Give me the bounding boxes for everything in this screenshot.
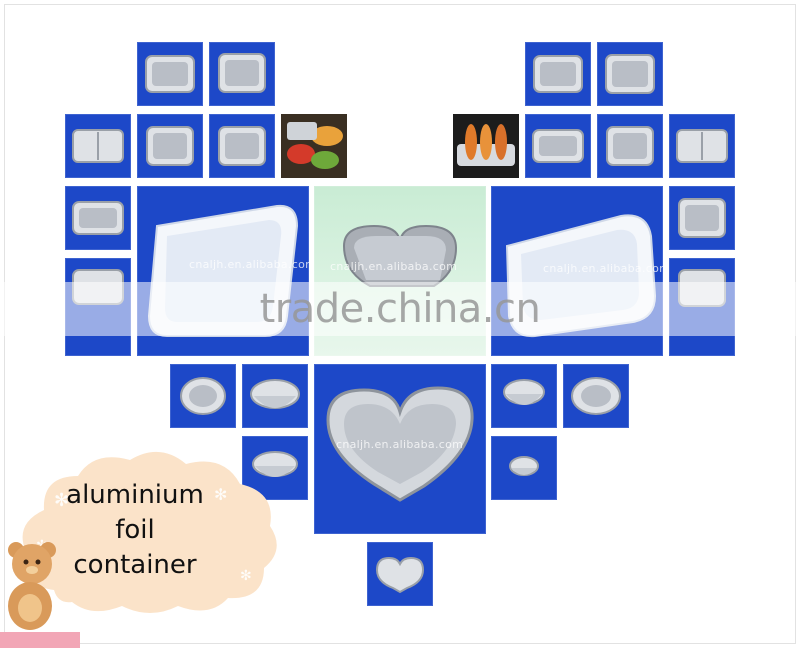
product-tile[interactable]	[209, 114, 275, 178]
product-tile[interactable]	[137, 114, 203, 178]
product-tile[interactable]	[669, 114, 735, 178]
product-tile[interactable]	[669, 186, 735, 250]
watermark: cnaljh.en.alibaba.com	[330, 260, 458, 273]
product-tile[interactable]	[137, 42, 203, 106]
rectangular-foil-tray-icon	[72, 129, 124, 163]
rectangular-foil-tray-icon	[145, 55, 195, 93]
food-photo-tile[interactable]	[281, 114, 347, 178]
caption-line: aluminium	[66, 480, 204, 510]
food-photo-icon	[281, 114, 347, 178]
product-tile[interactable]	[170, 364, 236, 428]
product-tile[interactable]	[209, 42, 275, 106]
product-tile[interactable]	[491, 364, 557, 428]
svg-text:✻: ✻	[240, 568, 252, 584]
rectangular-foil-tray-icon	[532, 129, 584, 163]
teddy-bear-icon	[0, 542, 80, 648]
watermark: cnaljh.en.alibaba.com	[336, 438, 464, 451]
watermark: cnaljh.en.alibaba.com	[543, 262, 663, 275]
product-tile[interactable]	[367, 542, 433, 606]
product-tile[interactable]	[491, 436, 557, 500]
trade-watermark: trade.china.cn	[259, 286, 541, 332]
heart-foil-tray-icon	[326, 386, 474, 502]
svg-text:✻: ✻	[54, 490, 69, 511]
food-photo-tile[interactable]	[453, 114, 519, 178]
round-foil-bowl-icon	[250, 379, 300, 409]
product-tile[interactable]	[525, 42, 591, 106]
watermark: cnaljh.en.alibaba.com	[189, 258, 309, 271]
round-foil-bowl-icon	[180, 377, 226, 415]
round-foil-bowl-icon	[571, 377, 621, 415]
rectangular-foil-tray-icon	[606, 126, 654, 166]
round-foil-bowl-icon	[509, 456, 539, 476]
product-tile[interactable]	[563, 364, 629, 428]
rectangular-foil-tray-icon	[146, 126, 194, 166]
rectangular-foil-tray-icon	[218, 126, 266, 166]
heart-foil-tray-icon	[342, 224, 458, 287]
rectangular-foil-tray-icon	[676, 129, 728, 163]
rectangular-foil-tray-icon	[533, 55, 583, 93]
product-tile-large[interactable]: cnaljh.en.alibaba.com	[314, 364, 486, 534]
rectangular-foil-tray-icon	[72, 201, 124, 235]
product-tile[interactable]	[65, 186, 131, 250]
caption-line: container	[73, 550, 197, 580]
rectangular-foil-tray-icon	[678, 198, 726, 238]
product-tile[interactable]	[597, 114, 663, 178]
product-tile[interactable]	[65, 114, 131, 178]
product-tile[interactable]	[242, 364, 308, 428]
round-foil-bowl-icon	[503, 379, 545, 405]
round-foil-bowl-icon	[252, 451, 298, 477]
svg-text:✻: ✻	[214, 485, 227, 504]
caption-line: foil	[115, 515, 155, 545]
food-photo-icon	[453, 114, 519, 178]
rectangular-foil-tray-icon	[605, 54, 655, 94]
product-tile[interactable]	[525, 114, 591, 178]
watermark-band	[0, 282, 800, 336]
rectangular-foil-tray-icon	[218, 53, 266, 93]
product-tile[interactable]	[597, 42, 663, 106]
heart-foil-tray-icon	[375, 556, 425, 594]
caption-text: aluminium foil container	[50, 478, 220, 583]
